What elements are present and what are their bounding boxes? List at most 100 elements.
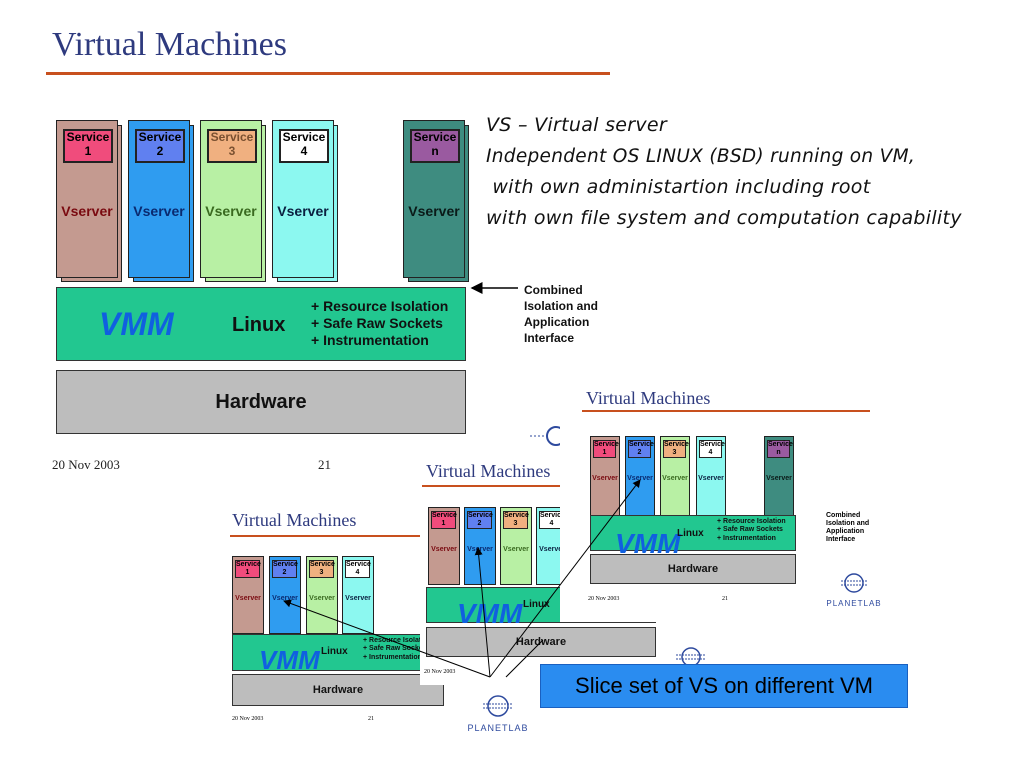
service-box-2: Service 2 (135, 129, 185, 163)
service-box-4: Service 4 (279, 129, 329, 163)
thumb-vserver-label: Vserver (503, 546, 529, 553)
thumb-vserver-label: Vserver (431, 546, 457, 553)
thumb-service-3: Service 3 (309, 560, 335, 578)
thumb-vserver-label: Vserver (235, 595, 261, 602)
thumb-column-1: Service 1 Vserver (428, 507, 460, 585)
vserver-column-4: Service 4 Vserver (272, 120, 338, 282)
thumb-vmm-label: VMM (259, 645, 320, 675)
thumb-date: 20 Nov 2003 (424, 669, 456, 675)
thumb-column-3: Service 3 Vserver (660, 436, 690, 518)
slide-thumbnail-right: Virtual Machines Service 1 Vserver Servi… (560, 382, 900, 622)
thumb-linux-label: Linux (523, 599, 550, 610)
service-box-3: Service 3 (207, 129, 257, 163)
thumb-title: Virtual Machines (232, 510, 357, 530)
service-label: Service n (413, 130, 457, 158)
thumb-annotation: Combined Isolation and Application Inter… (826, 512, 870, 543)
title-underline (46, 72, 610, 75)
thumb-service-1: Service 1 (431, 511, 457, 529)
vserver-column-2: Service 2 Vserver (128, 120, 194, 282)
service-label: Service 2 (138, 130, 182, 158)
thumb-page: 21 (368, 716, 374, 722)
thumb-vserver-label: Vserver (309, 595, 335, 602)
planetlab-logo-bottom: PLANETLAB (458, 694, 538, 733)
annotation-line: Application (524, 315, 590, 329)
thumb-service-4: Service 4 (345, 560, 371, 578)
thumb-column-3: Service 3 Vserver (306, 556, 338, 634)
thumb-vserver-label: Vserver (662, 475, 688, 482)
thumb-column-4: Service 4 Vserver (696, 436, 726, 518)
thumb-title-underline (230, 535, 430, 537)
thumb-title-underline (422, 485, 652, 487)
thumb-column-n: Service n Vserver (764, 436, 794, 518)
slice-arrow-3 (489, 479, 641, 678)
note-line: with own administartion including root (486, 176, 871, 198)
planetlab-logo-text: PLANETLAB (467, 723, 529, 733)
thumb-vserver-label: Vserver (627, 475, 653, 482)
hardware-layer: Hardware (56, 370, 466, 434)
feature-item: + Instrumentation (311, 331, 429, 348)
thumb-column-4: Service 4 Vserver (342, 556, 374, 634)
thumb-title-underline (582, 410, 870, 412)
service-box-1: Service 1 (63, 129, 113, 163)
thumb-vserver-label: Vserver (592, 475, 618, 482)
thumb-title: Virtual Machines (586, 388, 711, 408)
vmm-linux-layer: VMM Linux + Resource Isolation + Safe Ra… (56, 287, 466, 361)
service-label: Service 4 (282, 130, 326, 158)
thumb-column-2: Service 2 Vserver (625, 436, 655, 518)
page-title: Virtual Machines (52, 26, 287, 63)
thumb-column-2: Service 2 Vserver (269, 556, 301, 634)
vserver-column-n: Service n Vserver (403, 120, 469, 282)
vserver-label: Vserver (61, 203, 113, 219)
thumb-service-2: Service 2 (467, 511, 493, 529)
note-line: Independent OS LINUX (BSD) running on VM… (486, 146, 916, 167)
annotation-line: Combined (524, 283, 583, 297)
vmm-label: VMM (99, 306, 174, 342)
vserver-label: Vserver (408, 203, 460, 219)
thumb-feature-list: + Resource Isolation + Safe Raw Sockets … (363, 637, 432, 661)
handwritten-notes: VS – Virtual server Independent OS LINUX… (486, 110, 962, 234)
thumb-service-1: Service 1 (235, 560, 261, 578)
annotation-text: Combined Isolation and Application Inter… (524, 282, 598, 346)
thumb-hardware-layer: Hardware (232, 674, 444, 706)
feature-list: + Resource Isolation + Safe Raw Sockets … (311, 298, 448, 348)
slice-arrow-2 (474, 547, 491, 678)
vserver-column-3: Service 3 Vserver (200, 120, 266, 282)
planetlab-globe-icon (483, 695, 513, 717)
thumb-service-2: Service 2 (272, 560, 298, 578)
planetlab-logo: PLANETLAB (814, 572, 894, 608)
service-label: Service 1 (66, 130, 110, 158)
thumb-linux-label: Linux (677, 528, 704, 539)
thumb-date: 20 Nov 2003 (588, 596, 620, 602)
thumb-linux-label: Linux (321, 646, 348, 657)
thumb-service-3: Service 3 (503, 511, 529, 529)
thumb-column-1: Service 1 Vserver (232, 556, 264, 634)
service-box-n: Service n (410, 129, 460, 163)
planetlab-globe-icon (841, 573, 867, 593)
thumb-service-4: Service 4 (699, 440, 725, 458)
note-line: VS – Virtual server (486, 114, 668, 136)
thumb-service-n: Service n (767, 440, 793, 458)
planetlab-logo-text: PLANETLAB (826, 599, 882, 608)
thumb-vserver-label: Vserver (272, 595, 298, 602)
feature-item: + Safe Raw Sockets (311, 314, 443, 331)
slice-callout: Slice set of VS on different VM (540, 664, 908, 708)
thumb-vmm-label: VMM (615, 528, 681, 559)
thumb-column-3: Service 3 Vserver (500, 507, 532, 585)
annotation-line: Interface (524, 331, 575, 345)
annotation-line: Isolation and (524, 299, 599, 313)
slide-page-number: 21 (318, 457, 331, 472)
thumb-feature-list: + Resource Isolation + Safe Raw Sockets … (717, 518, 786, 542)
vserver-label: Vserver (277, 203, 329, 219)
linux-label: Linux (232, 314, 286, 336)
slice-arrow-4 (505, 639, 544, 678)
vserver-label: Vserver (133, 203, 185, 219)
note-line: with own file system and computation cap… (486, 207, 962, 229)
vserver-label: Vserver (205, 203, 257, 219)
thumb-service-4: Service 4 (539, 511, 565, 529)
thumb-vmm-label: VMM (457, 598, 523, 629)
thumb-service-3: Service 3 (663, 440, 689, 458)
thumb-title: Virtual Machines (426, 461, 551, 481)
feature-item: + Resource Isolation (311, 298, 449, 314)
thumb-service-2: Service 2 (628, 440, 654, 458)
